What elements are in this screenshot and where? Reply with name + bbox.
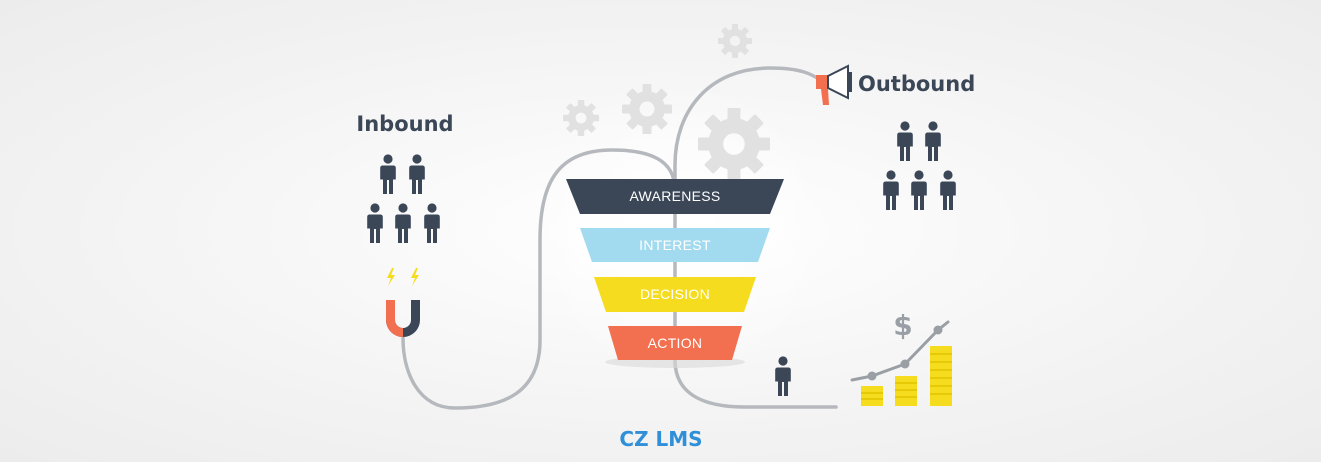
funnel-stage-action <box>608 326 742 360</box>
funnel-stage-awareness-label: AWARENESS <box>629 188 720 204</box>
growth-trend-line <box>850 320 950 382</box>
person-icon <box>911 170 927 210</box>
person-icon <box>367 203 383 243</box>
outbound-flow-line <box>673 66 822 192</box>
person-icon <box>883 170 899 210</box>
person-icon <box>409 154 425 194</box>
trend-point <box>900 359 910 369</box>
person-icon <box>380 154 396 194</box>
lightning-icon <box>387 268 395 286</box>
flow-lines <box>401 66 838 410</box>
outbound-label: Outbound <box>858 72 975 96</box>
funnel-stage-awareness <box>566 179 784 214</box>
person-icon <box>925 121 941 161</box>
coin-stack-icon <box>861 386 883 406</box>
coin-stacks <box>861 346 952 406</box>
funnel: AWARENESS INTEREST DECISION ACTION <box>566 179 784 360</box>
inbound-flow-line <box>401 148 677 410</box>
inbound-label: Inbound <box>356 112 453 136</box>
lightning-icon <box>411 268 419 286</box>
magnet-icon <box>386 300 420 337</box>
dollar-sign: $ <box>893 309 912 342</box>
funnel-stage-decision-label: DECISION <box>640 286 710 302</box>
funnel-stage-interest <box>580 228 770 262</box>
sales-flow-line <box>673 358 838 409</box>
outbound-people-group <box>883 121 956 210</box>
lightning-icons <box>387 268 419 286</box>
trend-point <box>867 371 877 381</box>
coin-stack-icon <box>895 376 917 406</box>
person-icon <box>897 121 913 161</box>
funnel-stage-decision <box>594 277 756 312</box>
coin-stack-icon <box>930 346 952 406</box>
inbound-people-group <box>367 154 440 243</box>
gear-icon <box>718 24 752 58</box>
person-icon <box>395 203 411 243</box>
person-icon <box>424 203 440 243</box>
trend-point <box>933 325 943 335</box>
megaphone-icon <box>816 64 852 105</box>
funnel-stage-interest-label: INTEREST <box>639 237 711 253</box>
person-icon <box>775 356 791 396</box>
funnel-stage-action-label: ACTION <box>648 335 703 351</box>
person-icon <box>940 170 956 210</box>
brand-logo-text: CZ LMS <box>619 427 702 451</box>
